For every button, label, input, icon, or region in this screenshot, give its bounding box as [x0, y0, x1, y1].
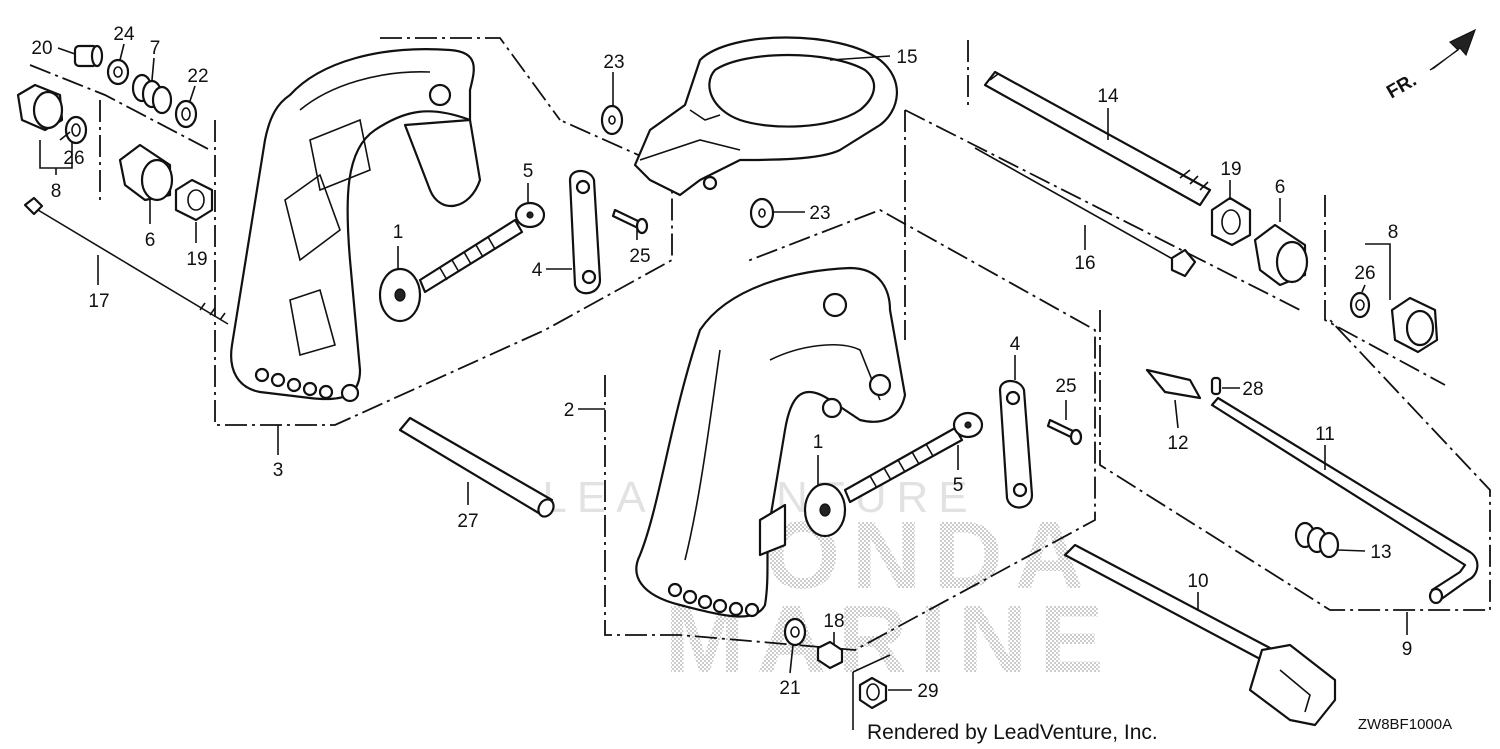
- small-parts-left: [16, 44, 214, 222]
- callout-25: 25: [629, 246, 650, 267]
- callout-13: 13: [1370, 542, 1391, 563]
- stern-bracket-left: [230, 48, 482, 403]
- tilt-lever-assembly: [1063, 368, 1479, 727]
- callout-16: 16: [1074, 253, 1095, 274]
- callout-14: 14: [1097, 86, 1119, 107]
- callout-10: 10: [1187, 571, 1208, 592]
- bracket-bolt-holes: [254, 367, 334, 400]
- callout-6: 6: [1275, 177, 1286, 198]
- render-credit: Rendered by LeadVenture, Inc.: [867, 721, 1158, 744]
- diagram-code: ZW8BF1000A: [1358, 716, 1452, 733]
- callout-26: 26: [63, 148, 84, 169]
- callout-23: 23: [809, 203, 830, 224]
- swivel-case: [633, 36, 898, 197]
- bolt-16: [974, 147, 1197, 278]
- callout-3: 3: [273, 460, 284, 481]
- callout-27: 27: [457, 511, 478, 532]
- small-parts-right: [783, 196, 1439, 710]
- tilt-adjuster-left: [378, 169, 649, 323]
- front-direction-indicator: FR.: [1383, 28, 1477, 103]
- callout-4: 4: [532, 260, 543, 281]
- callout-22: 22: [187, 66, 208, 87]
- fr-label: FR.: [1383, 70, 1420, 103]
- callout-15: 15: [896, 47, 917, 68]
- callout-26: 26: [1354, 263, 1375, 284]
- callout-11: 11: [1315, 424, 1335, 445]
- callout-4: 4: [1010, 334, 1021, 355]
- washers-23: [600, 104, 775, 229]
- callout-25: 25: [1055, 376, 1076, 397]
- tilt-adjuster-right: [803, 379, 1083, 538]
- tilt-shaft-14: [983, 70, 1212, 207]
- callout-9: 9: [1402, 639, 1413, 660]
- callout-2: 2: [564, 400, 575, 421]
- callout-8: 8: [1388, 222, 1399, 243]
- callout-1: 1: [393, 222, 404, 243]
- callout-29: 29: [917, 681, 938, 702]
- callout-23: 23: [603, 52, 624, 73]
- bracket-bolt-holes: [667, 582, 760, 618]
- callout-18: 18: [823, 611, 844, 632]
- callout-19: 19: [186, 249, 207, 270]
- callout-8: 8: [51, 181, 62, 202]
- callout-21: 21: [779, 678, 800, 699]
- callout-1: 1: [813, 432, 824, 453]
- callout-leaders: [39, 43, 1408, 730]
- pin-27: [398, 416, 555, 518]
- callout-7: 7: [150, 38, 161, 59]
- callout-20: 20: [31, 38, 52, 59]
- bolt-17: [23, 196, 229, 325]
- callout-24: 24: [113, 24, 135, 45]
- callout-5: 5: [523, 161, 534, 182]
- callout-17: 17: [88, 291, 109, 312]
- callout-28: 28: [1242, 379, 1263, 400]
- callout-12: 12: [1167, 433, 1188, 454]
- callout-5: 5: [953, 475, 964, 496]
- callout-19: 19: [1220, 159, 1241, 180]
- callout-6: 6: [145, 230, 156, 251]
- callout-labels: 20 24 7 22 26 8 6 19 17 3 1 5 4 25 23 15…: [31, 24, 1412, 702]
- stern-bracket-right: [635, 266, 907, 618]
